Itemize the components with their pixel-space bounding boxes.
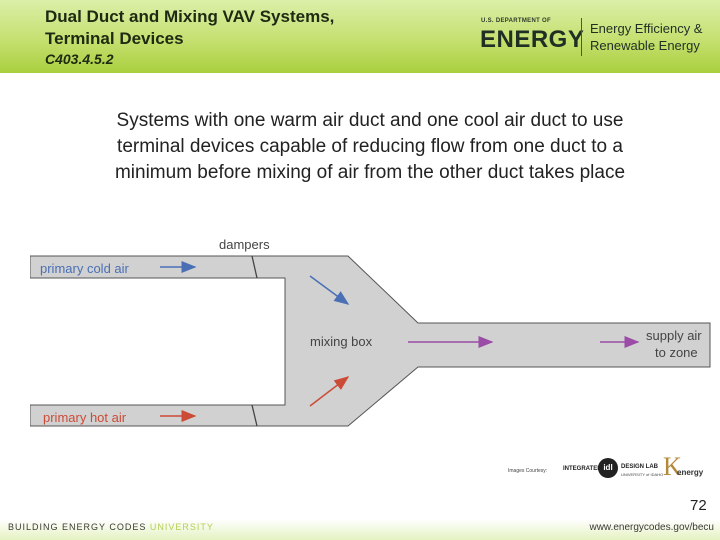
supply-air-label: supply air [646,328,702,343]
page-number: 72 [690,497,707,514]
doe-small-text: U.S. DEPARTMENT OF [481,18,551,24]
design-lab-logo: DESIGN LAB [621,464,659,470]
dual-duct-diagram: dampers primary cold air primary hot air… [30,237,711,427]
cold-air-label: primary cold air [40,261,130,276]
footer-brand: BUILDING ENERGY CODES UNIVERSITY [8,522,214,532]
slide-header [0,0,720,73]
energy-logo-text: energy [677,468,704,477]
mixing-box-label: mixing box [310,334,373,349]
cold-air-arrow-2 [309,275,350,305]
damper-cold [251,255,258,279]
hot-air-arrow-2 [309,376,350,407]
damper-hot [251,404,258,427]
footer-url[interactable]: www.energycodes.gov/becu [589,522,714,533]
idl-logo-text: idl [603,463,613,472]
description-text: Systems with one warm air duct and one c… [40,108,700,186]
description-line-2: terminal devices capable of reducing flo… [117,136,623,157]
integrated-logo: INTEGRATED [563,466,602,472]
energy-k-logo: K [663,452,682,481]
idl-logo: idl [598,458,618,478]
doe-energy-wordmark: ENERGY [480,26,585,53]
logo-divider [581,18,582,56]
doe-eere-logo: U.S. DEPARTMENT OF ENERGY Energy Efficie… [480,16,705,60]
image-credits: Images Courtesy: INTEGRATED idl DESIGN L… [505,452,710,486]
hot-air-label: primary hot air [43,410,127,425]
footer-brand-accent: UNIVERSITY [149,522,214,532]
duct-body [30,255,711,427]
footer-brand-main: BUILDING ENERGY CODES [8,522,147,532]
footer-bar [0,519,720,540]
credits-caption: Images Courtesy: [508,468,548,474]
eere-line-1: Energy Efficiency & [590,21,703,36]
description-line-1: Systems with one warm air duct and one c… [116,110,624,131]
code-section: C403.4.5.2 [45,51,114,67]
description-line-3: minimum before mixing of air from the ot… [114,162,626,183]
title-line-2: Terminal Devices [45,29,184,48]
eere-line-2: Renewable Energy [590,38,700,53]
to-zone-label: to zone [655,345,698,360]
design-lab-subtext: UNIVERSITY of IDAHO [621,472,664,477]
dampers-label: dampers [219,237,270,252]
title-line-1: Dual Duct and Mixing VAV Systems, [45,7,335,26]
slide-title: Dual Duct and Mixing VAV Systems, Termin… [45,6,334,50]
eere-text: Energy Efficiency & Renewable Energy [590,20,702,54]
